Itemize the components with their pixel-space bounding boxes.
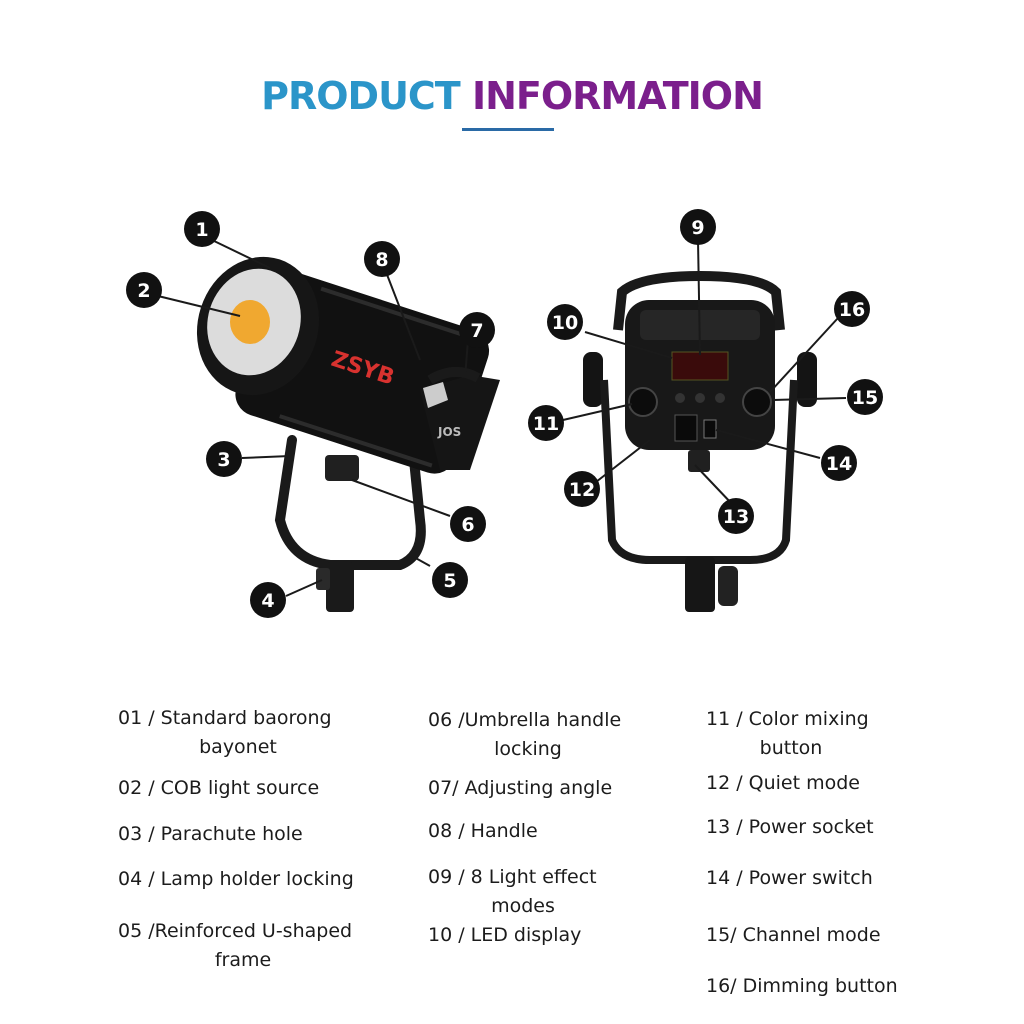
left-knob (583, 352, 603, 407)
svg-text:1: 1 (195, 219, 208, 241)
svg-text:10: 10 (552, 312, 578, 334)
callout-badge-4: 4 (250, 582, 286, 618)
legend-item-02: 02 / COB light source (118, 777, 320, 799)
callout-badge-1: 1 (184, 211, 220, 247)
callout-badge-6: 6 (450, 506, 486, 542)
product-illustration: ZSYB JOS (126, 209, 883, 618)
callout-badge-7: 7 (459, 312, 495, 348)
callout-badge-9: 9 (680, 209, 716, 245)
rear-lock-knob (718, 566, 738, 606)
dimming-dial (742, 387, 772, 417)
color-mix-dial (628, 387, 658, 417)
legend-item-11: 11 / Color mixing button (706, 708, 869, 759)
callout-badge-2: 2 (126, 272, 162, 308)
rear-stand-spigot (685, 557, 715, 612)
handle (427, 367, 481, 385)
svg-text:13: 13 (723, 506, 749, 528)
svg-text:15: 15 (852, 387, 878, 409)
rear-handle (613, 270, 785, 331)
power-switch (703, 419, 717, 439)
umbrella-knob (423, 382, 448, 408)
svg-text:5: 5 (443, 570, 456, 592)
legend-item-07: 07/ Adjusting angle (428, 777, 613, 799)
callout-badge-14: 14 (821, 445, 857, 481)
umbrella-lock (325, 455, 359, 481)
lock-knob (316, 568, 330, 590)
legend-item-05: 05 /Reinforced U-shaped frame (118, 920, 353, 971)
callout-badge-13: 13 (718, 498, 754, 534)
front-view-light: ZSYB JOS (196, 256, 500, 612)
legend-item-16: 16/ Dimming button (706, 975, 898, 997)
legend-item-13: 13 / Power socket (706, 816, 874, 838)
stand-spigot (326, 562, 354, 612)
model-mark: JOS (437, 425, 461, 439)
legend-item-03: 03 / Parachute hole (118, 823, 303, 845)
right-knob (797, 352, 817, 407)
svg-text:2: 2 (137, 280, 150, 302)
legend-item-08: 08 / Handle (428, 820, 538, 842)
svg-text:6: 6 (461, 514, 474, 536)
callout-badge-3: 3 (206, 441, 242, 477)
svg-text:16: 16 (839, 299, 865, 321)
legend-item-14: 14 / Power switch (706, 867, 873, 889)
title-underline (462, 128, 554, 131)
leader-lines (157, 239, 847, 597)
rear-view-light (583, 270, 817, 612)
title-part-product: PRODUCT (261, 74, 461, 118)
power-socket (674, 414, 698, 442)
callout-badge-8: 8 (364, 241, 400, 277)
legend-item-12: 12 / Quiet mode (706, 772, 860, 794)
cob-chip (230, 300, 270, 344)
legend-item-06: 06 /Umbrella handle locking (428, 709, 622, 760)
callout-badge-5: 5 (432, 562, 468, 598)
page-title: PRODUCT INFORMATION (0, 74, 1024, 118)
svg-text:8: 8 (375, 249, 388, 271)
svg-text:9: 9 (691, 217, 704, 239)
svg-text:4: 4 (261, 590, 274, 612)
callout-badge-15: 15 (847, 379, 883, 415)
legend-item-09: 09 / 8 Light effect modes (428, 866, 597, 917)
callout-badge-12: 12 (564, 471, 600, 507)
legend-item-04: 04 / Lamp holder locking (118, 868, 354, 890)
callout-badge-16: 16 (834, 291, 870, 327)
callout-badge-10: 10 (547, 304, 583, 340)
svg-text:14: 14 (826, 453, 852, 475)
legend-item-15: 15/ Channel mode (706, 924, 881, 946)
svg-text:7: 7 (470, 320, 483, 342)
callout-badge-11: 11 (528, 405, 564, 441)
legend-item-01: 01 / Standard baorong bayonet (118, 707, 332, 758)
title-part-information: INFORMATION (471, 74, 764, 118)
led-display (671, 351, 729, 381)
svg-text:12: 12 (569, 479, 595, 501)
svg-text:3: 3 (217, 449, 230, 471)
svg-text:11: 11 (533, 413, 559, 435)
legend-item-10: 10 / LED display (428, 924, 582, 946)
